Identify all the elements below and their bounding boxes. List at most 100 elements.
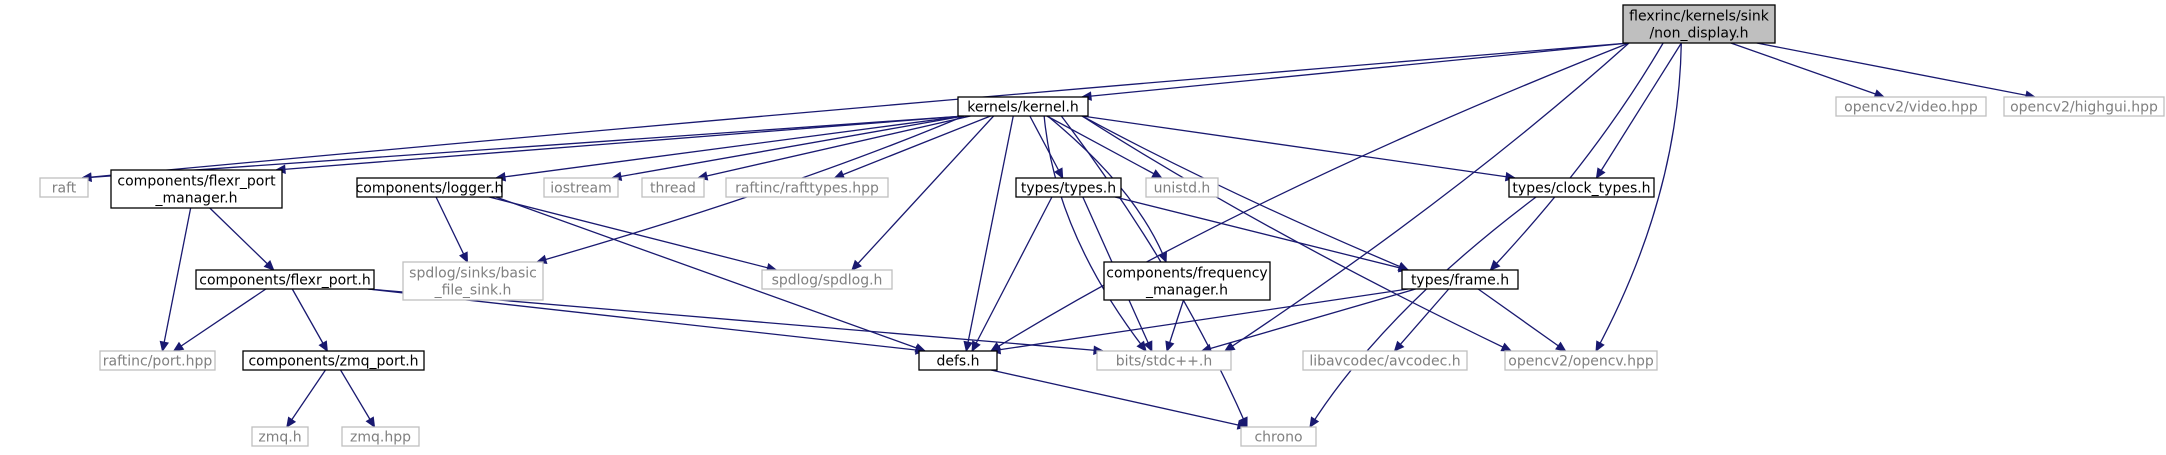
node-thread: thread — [641, 177, 705, 198]
edge-portmgr-to-raftport — [161, 207, 192, 352]
edge-kernel-to-clocktypes — [1081, 115, 1516, 179]
node-portmgr[interactable]: components/flexr_port_manager.h — [110, 169, 283, 209]
arrowhead-kernel-to-types — [1054, 167, 1064, 180]
node-unistd: unistd.h — [1145, 177, 1219, 198]
arrowhead-portmgr-to-flexrport — [263, 259, 275, 271]
edge-kernel-to-portmgr — [275, 115, 965, 171]
arrowhead-kernel-to-rafttypes — [833, 170, 846, 179]
node-unistd-label: unistd.h — [1154, 181, 1211, 197]
arrowhead-frame-to-opencv — [1555, 341, 1567, 352]
node-portmgr-label: components/flexr_port — [117, 174, 276, 190]
node-zmqport-label: components/zmq_port.h — [248, 354, 418, 370]
node-raft-box — [39, 177, 89, 198]
node-raftport-label: raftinc/port.hpp — [103, 354, 213, 370]
node-iostream: iostream — [543, 177, 619, 198]
node-flexrport[interactable]: components/flexr_port.h — [195, 269, 375, 290]
node-root[interactable]: flexrinc/kernels/sink/non_display.h — [1622, 4, 1776, 44]
arrowhead-clocktypes-to-chrono — [1309, 416, 1320, 429]
edge-frame-to-opencv — [1477, 288, 1566, 352]
node-portmgr-box — [110, 169, 283, 209]
edge-flexrport-to-zmqport — [291, 288, 328, 352]
edge-kernel-to-unistd — [1046, 115, 1163, 179]
node-freqmgr-label: components/frequency — [1106, 266, 1267, 282]
node-defs[interactable]: defs.h — [918, 350, 998, 371]
node-raftport-box — [99, 350, 216, 371]
node-zmqh-box — [251, 426, 309, 447]
node-avcodec: libavcodec/avcodec.h — [1302, 350, 1468, 371]
node-types[interactable]: types/types.h — [1015, 177, 1122, 198]
node-zmqport-box — [242, 350, 425, 371]
edge-frame-to-defs — [990, 288, 1409, 352]
node-logger-label: components/logger.h — [356, 181, 504, 197]
arrowhead-portmgr-to-raftport — [159, 340, 169, 353]
node-rafttypes-label: raftinc/rafttypes.hpp — [735, 181, 879, 197]
node-unistd-box — [1145, 177, 1219, 198]
arrowhead-root-to-clocktypes — [1595, 167, 1606, 180]
node-frame[interactable]: types/frame.h — [1401, 269, 1519, 290]
edge-zmqport-to-zmqhpp — [339, 369, 376, 428]
edge-kernel-to-frame — [1081, 115, 1409, 271]
node-chrono-box — [1240, 426, 1317, 447]
node-kernel-box — [957, 96, 1089, 117]
node-kernel[interactable]: kernels/kernel.h — [957, 96, 1089, 117]
edge-kernel-to-rafttypes — [834, 115, 991, 179]
edge-frame-to-stdcpp — [1201, 288, 1416, 352]
node-highgui: opencv2/highgui.hpp — [2003, 96, 2165, 117]
node-clocktypes-label: types/clock_types.h — [1512, 181, 1650, 197]
node-stdcpp-label: bits/stdc++.h — [1116, 354, 1212, 370]
node-flexrport-box — [195, 269, 375, 290]
node-opencv-box — [1504, 350, 1658, 371]
node-freqmgr-box — [1103, 261, 1271, 301]
edge-frame-to-avcodec — [1394, 288, 1450, 352]
node-zmqhpp: zmq.hpp — [341, 426, 420, 447]
node-chrono: chrono — [1240, 426, 1317, 447]
node-highgui-label: opencv2/highgui.hpp — [2010, 100, 2158, 116]
arrowhead-flexrport-to-zmqport — [318, 340, 328, 353]
node-types-box — [1015, 177, 1122, 198]
node-chrono-label: chrono — [1254, 430, 1302, 446]
node-zmqport[interactable]: components/zmq_port.h — [242, 350, 425, 371]
node-zmqh-label: zmq.h — [258, 430, 301, 446]
edge-root-to-frame — [1489, 42, 1664, 271]
edge-types-to-frame — [1114, 196, 1409, 271]
node-thread-box — [641, 177, 705, 198]
node-video: opencv2/video.hpp — [1835, 96, 1987, 117]
arrowhead-root-to-opencv — [1595, 340, 1605, 353]
node-defs-label: defs.h — [936, 354, 979, 370]
node-video-label: opencv2/video.hpp — [1844, 100, 1978, 116]
node-avcodec-label: libavcodec/avcodec.h — [1309, 354, 1460, 370]
arrowhead-flexrport-to-raftport — [172, 341, 185, 352]
node-flexrport-label: components/flexr_port.h — [199, 273, 370, 289]
node-frame-label: types/frame.h — [1411, 273, 1509, 289]
edge-kernel-to-stdcpp — [1043, 115, 1147, 352]
node-freqmgr[interactable]: components/frequency_manager.h — [1103, 261, 1271, 301]
edge-clocktypes-to-chrono — [1309, 196, 1537, 428]
node-spdsink: spdlog/sinks/basic_file_sink.h — [402, 261, 544, 301]
node-rafttypes-box — [725, 177, 889, 198]
node-spdlog-label: spdlog/spdlog.h — [772, 273, 883, 289]
node-root-label: /non_display.h — [1649, 26, 1748, 42]
arrowhead-kernel-to-stdcpp — [1136, 340, 1147, 352]
node-thread-label: thread — [650, 181, 696, 197]
arrowhead-root-to-frame — [1489, 259, 1501, 271]
edge-root-to-stdcpp — [1224, 42, 1630, 352]
node-frame-box — [1401, 269, 1519, 290]
arrowhead-kernel-to-chrono — [1238, 416, 1248, 429]
arrowhead-root-to-stdcpp — [1223, 341, 1236, 352]
arrowhead-zmqport-to-zmqh — [286, 416, 297, 429]
edge-logger-to-spdsink — [435, 196, 469, 263]
edge-kernel-to-thread — [697, 115, 971, 179]
arrowhead-kernel-to-freqmgr — [1158, 251, 1167, 264]
arrowhead-types-to-defs — [971, 340, 981, 353]
node-freqmgr-label: _manager.h — [1145, 283, 1228, 299]
node-clocktypes[interactable]: types/clock_types.h — [1508, 177, 1655, 198]
node-logger[interactable]: components/logger.h — [356, 177, 504, 198]
node-spdlog-box — [761, 269, 893, 290]
edge-root-to-kernel — [1081, 42, 1630, 98]
node-spdlog: spdlog/spdlog.h — [761, 269, 893, 290]
edge-root-to-highgui — [1756, 42, 2036, 98]
node-iostream-box — [543, 177, 619, 198]
edge-types-to-defs — [971, 196, 1053, 352]
node-spdsink-box — [402, 261, 544, 301]
edge-zmqport-to-zmqh — [286, 369, 327, 428]
